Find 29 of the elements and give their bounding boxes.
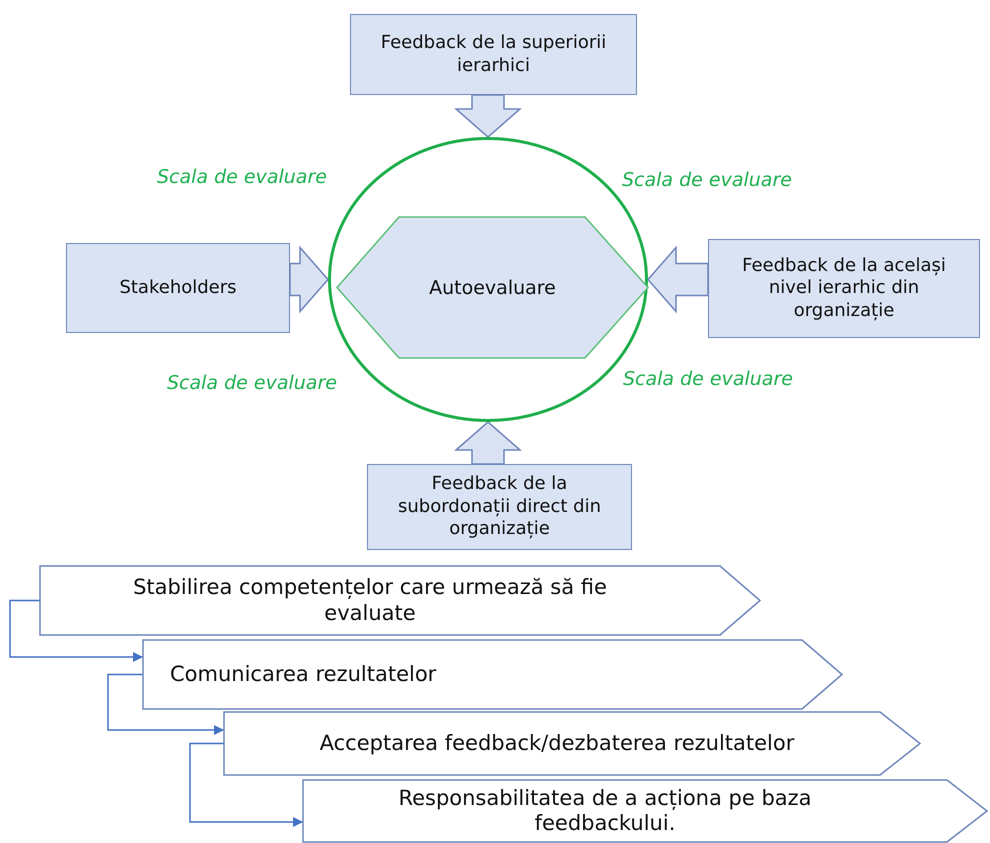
- scale-label: Scala de evaluare: [623, 368, 793, 390]
- step-banner: [303, 780, 987, 842]
- step-label: Acceptarea feedback/dezbaterea rezultatelor: [320, 730, 794, 756]
- step-label: Stabilirea competențelor care urmează să fie evaluate: [132, 575, 608, 626]
- step-banner: [143, 640, 842, 709]
- block-arrow: [647, 246, 709, 314]
- node-label: Feedback de la același nivel ierarhic din organizație: [741, 254, 947, 322]
- block-arrow: [454, 421, 522, 465]
- node-label: Autoevaluare: [429, 276, 556, 298]
- feedback-box: [350, 14, 637, 95]
- node-label: Stakeholders: [119, 276, 237, 300]
- feedback-box: [66, 243, 290, 333]
- connector-arrow: [9, 600, 143, 662]
- step-label: Comunicarea rezultatelor: [170, 662, 436, 688]
- hexagon-shape: [337, 217, 648, 358]
- step-label: Responsabilitatea de a acționa pe baza feedbackului.: [397, 786, 813, 836]
- node-label: Feedback de la subordonații direct din organizație: [397, 473, 602, 541]
- scale-label: Scala de evaluare: [157, 166, 327, 188]
- block-arrow: [454, 94, 522, 138]
- feedback-box: [367, 464, 632, 550]
- node-label: Feedback de la superiorii ierarhici: [380, 32, 608, 77]
- connector-arrow: [107, 674, 224, 735]
- step-banner: [224, 712, 920, 775]
- step-banner: [40, 566, 760, 635]
- connector-arrow: [189, 742, 303, 827]
- scale-label: Scala de evaluare: [622, 169, 792, 191]
- block-arrow: [289, 246, 329, 314]
- scale-label: Scala de evaluare: [167, 372, 337, 394]
- feedback-box: [708, 239, 980, 338]
